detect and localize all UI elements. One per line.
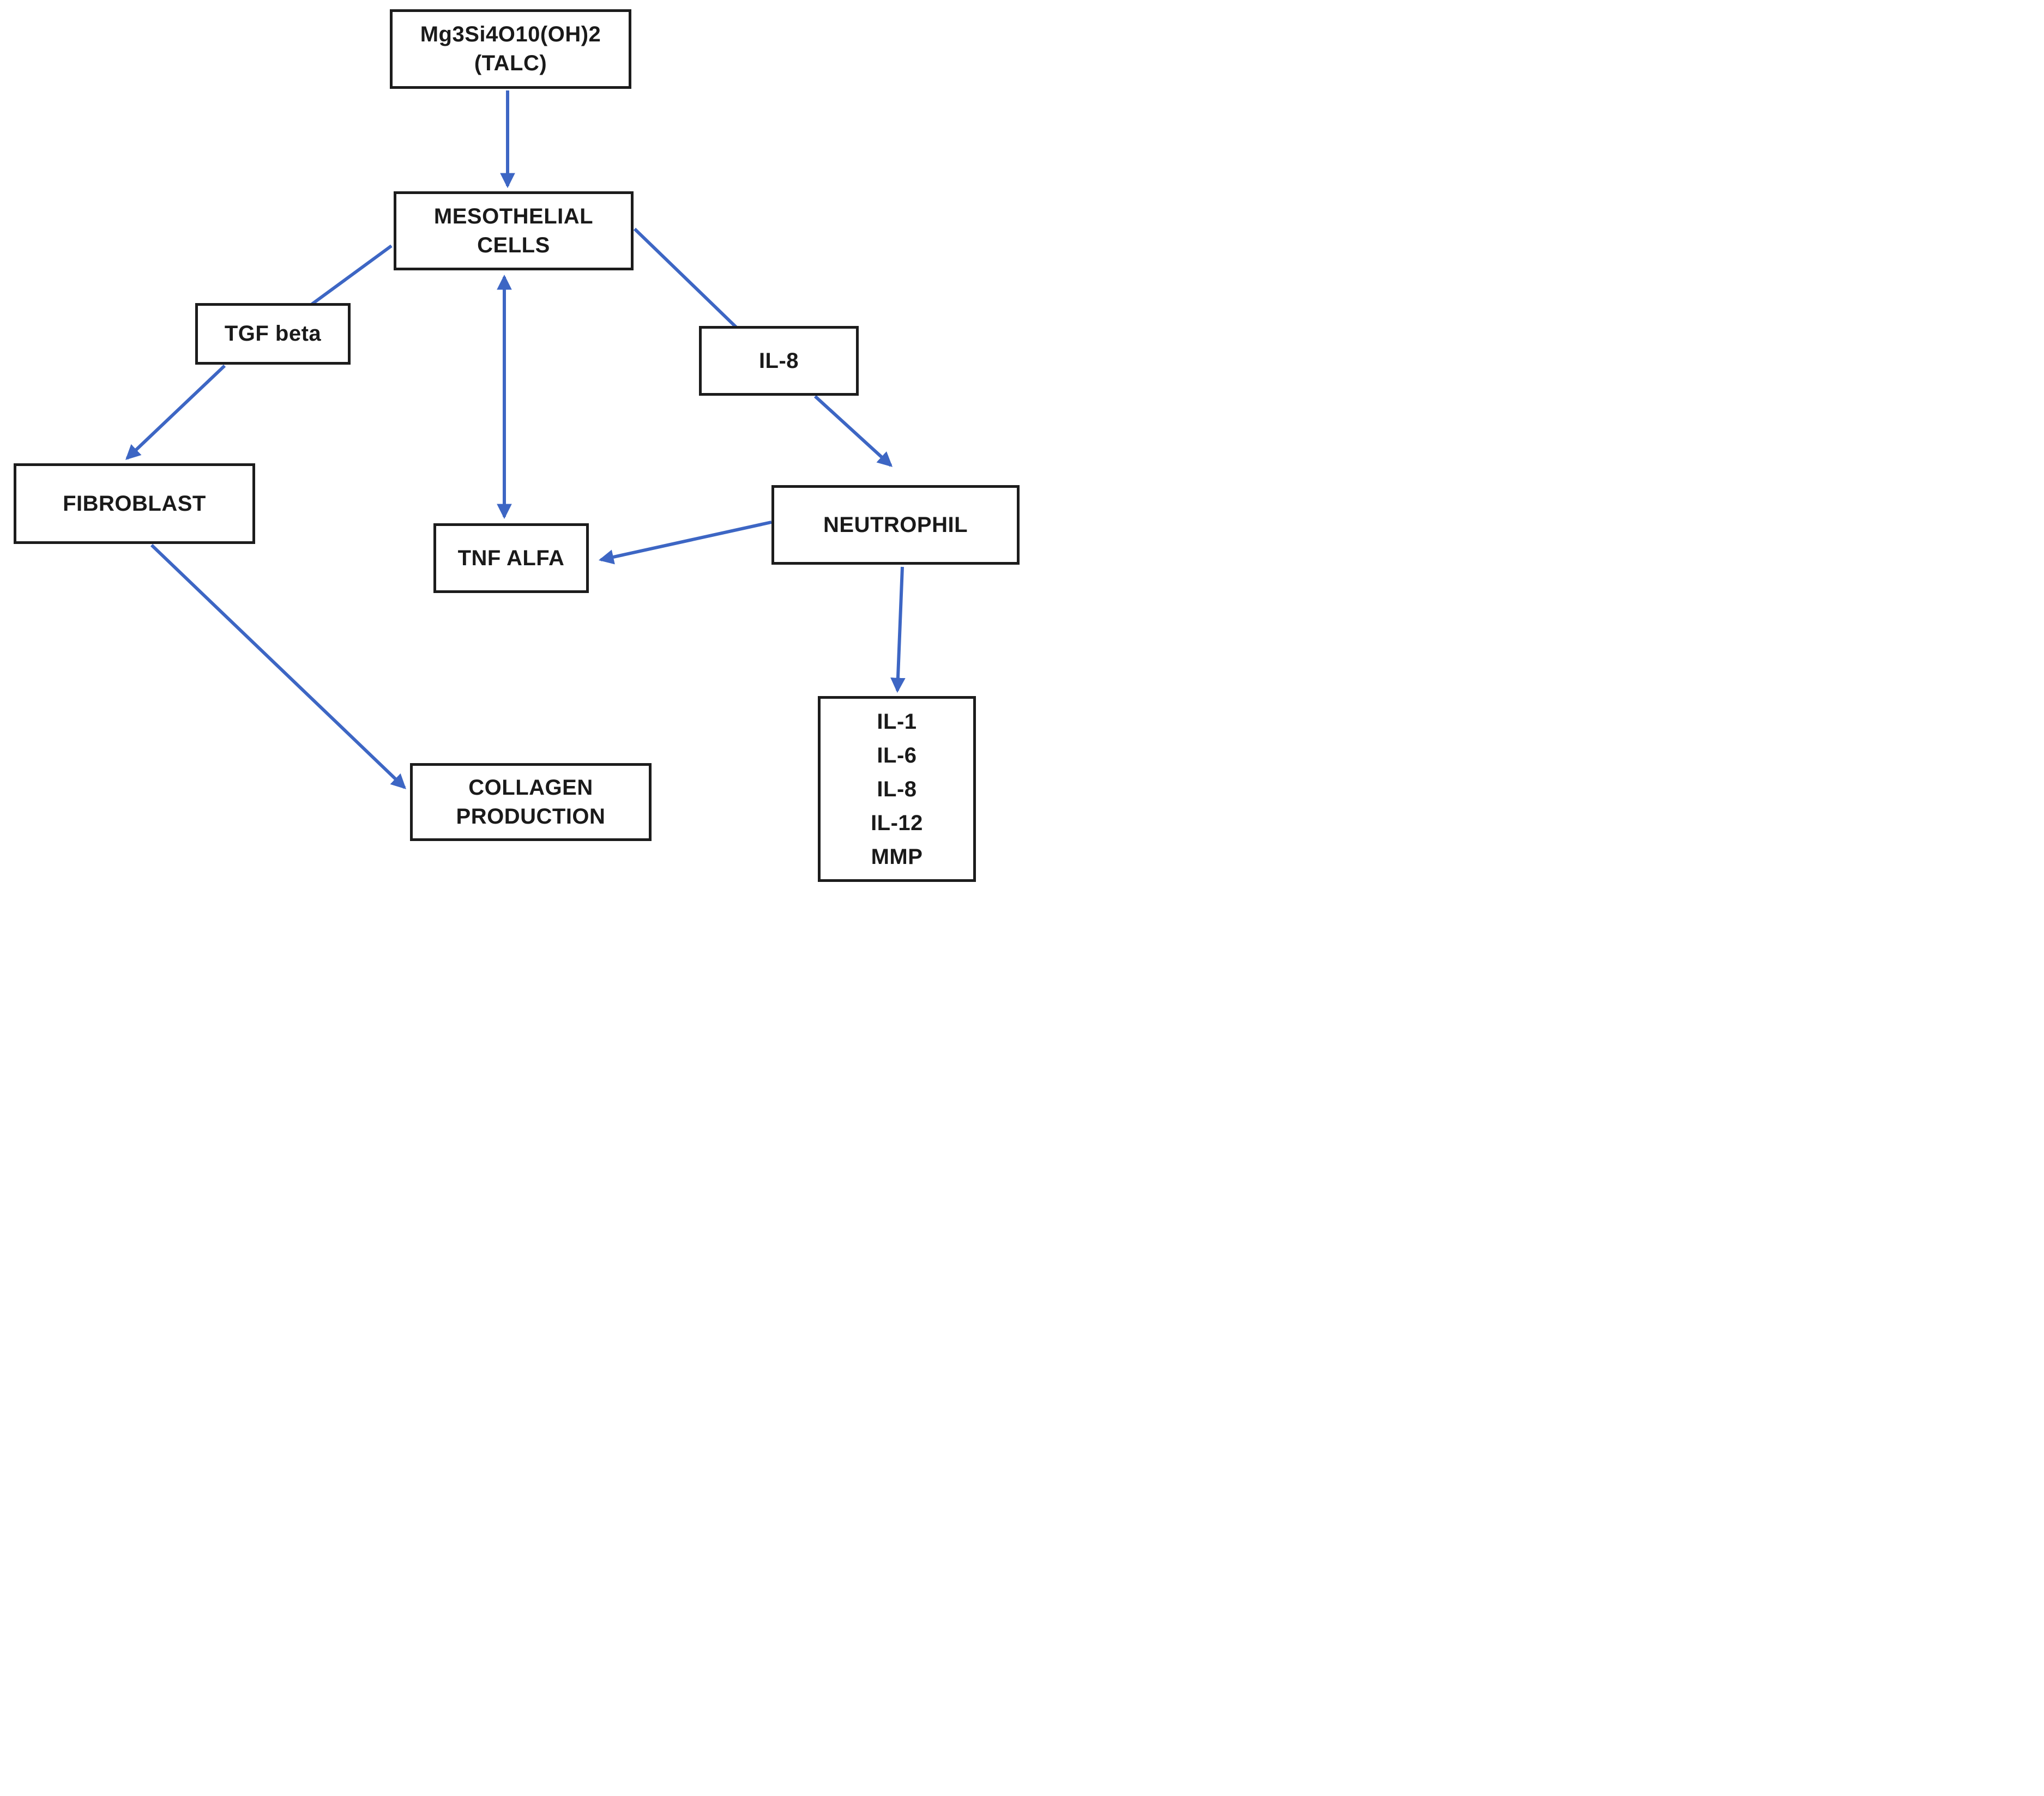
node-tgf-beta: TGF beta — [195, 303, 351, 365]
node-il8: IL-8 — [699, 326, 859, 396]
node-fibroblast-label: FIBROBLAST — [63, 491, 206, 516]
node-talc: Mg3Si4O10(OH)2 (TALC) — [390, 9, 631, 89]
node-mesothelial-cells: MESOTHELIAL CELLS — [394, 191, 634, 270]
node-tnf-alfa: TNF ALFA — [433, 523, 589, 593]
arrow-fibroblast-to-collagen — [150, 543, 406, 789]
line-mesothelial-to-tgfbeta — [311, 244, 393, 306]
arrow-il8-to-neutrophil — [813, 395, 893, 467]
node-il8-label: IL-8 — [758, 348, 799, 373]
node-neutrophil: NEUTROPHIL — [771, 485, 1020, 565]
node-mesothelial-cells-label: MESOTHELIAL CELLS — [433, 204, 594, 257]
line-mesothelial-to-il8 — [633, 227, 738, 329]
node-talc-label: Mg3Si4O10(OH)2 (TALC) — [420, 22, 601, 75]
node-cytokine-list-label: IL-1 IL-6 IL-8 IL-12 MMP — [871, 709, 923, 869]
arrow-tgfbeta-to-fibroblast — [125, 364, 226, 460]
node-collagen-production-label: COLLAGEN PRODUCTION — [456, 775, 606, 829]
node-tgf-beta-label: TGF beta — [224, 322, 322, 346]
arrow-neutrophil-to-cytokines — [890, 566, 906, 693]
node-tnf-alfa-label: TNF ALFA — [457, 546, 565, 570]
node-collagen-production: COLLAGEN PRODUCTION — [410, 763, 652, 841]
node-cytokine-list: IL-1 IL-6 IL-8 IL-12 MMP — [818, 696, 976, 882]
arrow-neutrophil-to-tnfalfa — [598, 521, 772, 565]
node-fibroblast: FIBROBLAST — [14, 463, 255, 544]
node-neutrophil-label: NEUTROPHIL — [823, 512, 968, 537]
flowchart-canvas: Mg3Si4O10(OH)2 (TALC) MESOTHELIAL CELLS … — [0, 0, 1022, 898]
connector-arrows — [125, 90, 906, 789]
